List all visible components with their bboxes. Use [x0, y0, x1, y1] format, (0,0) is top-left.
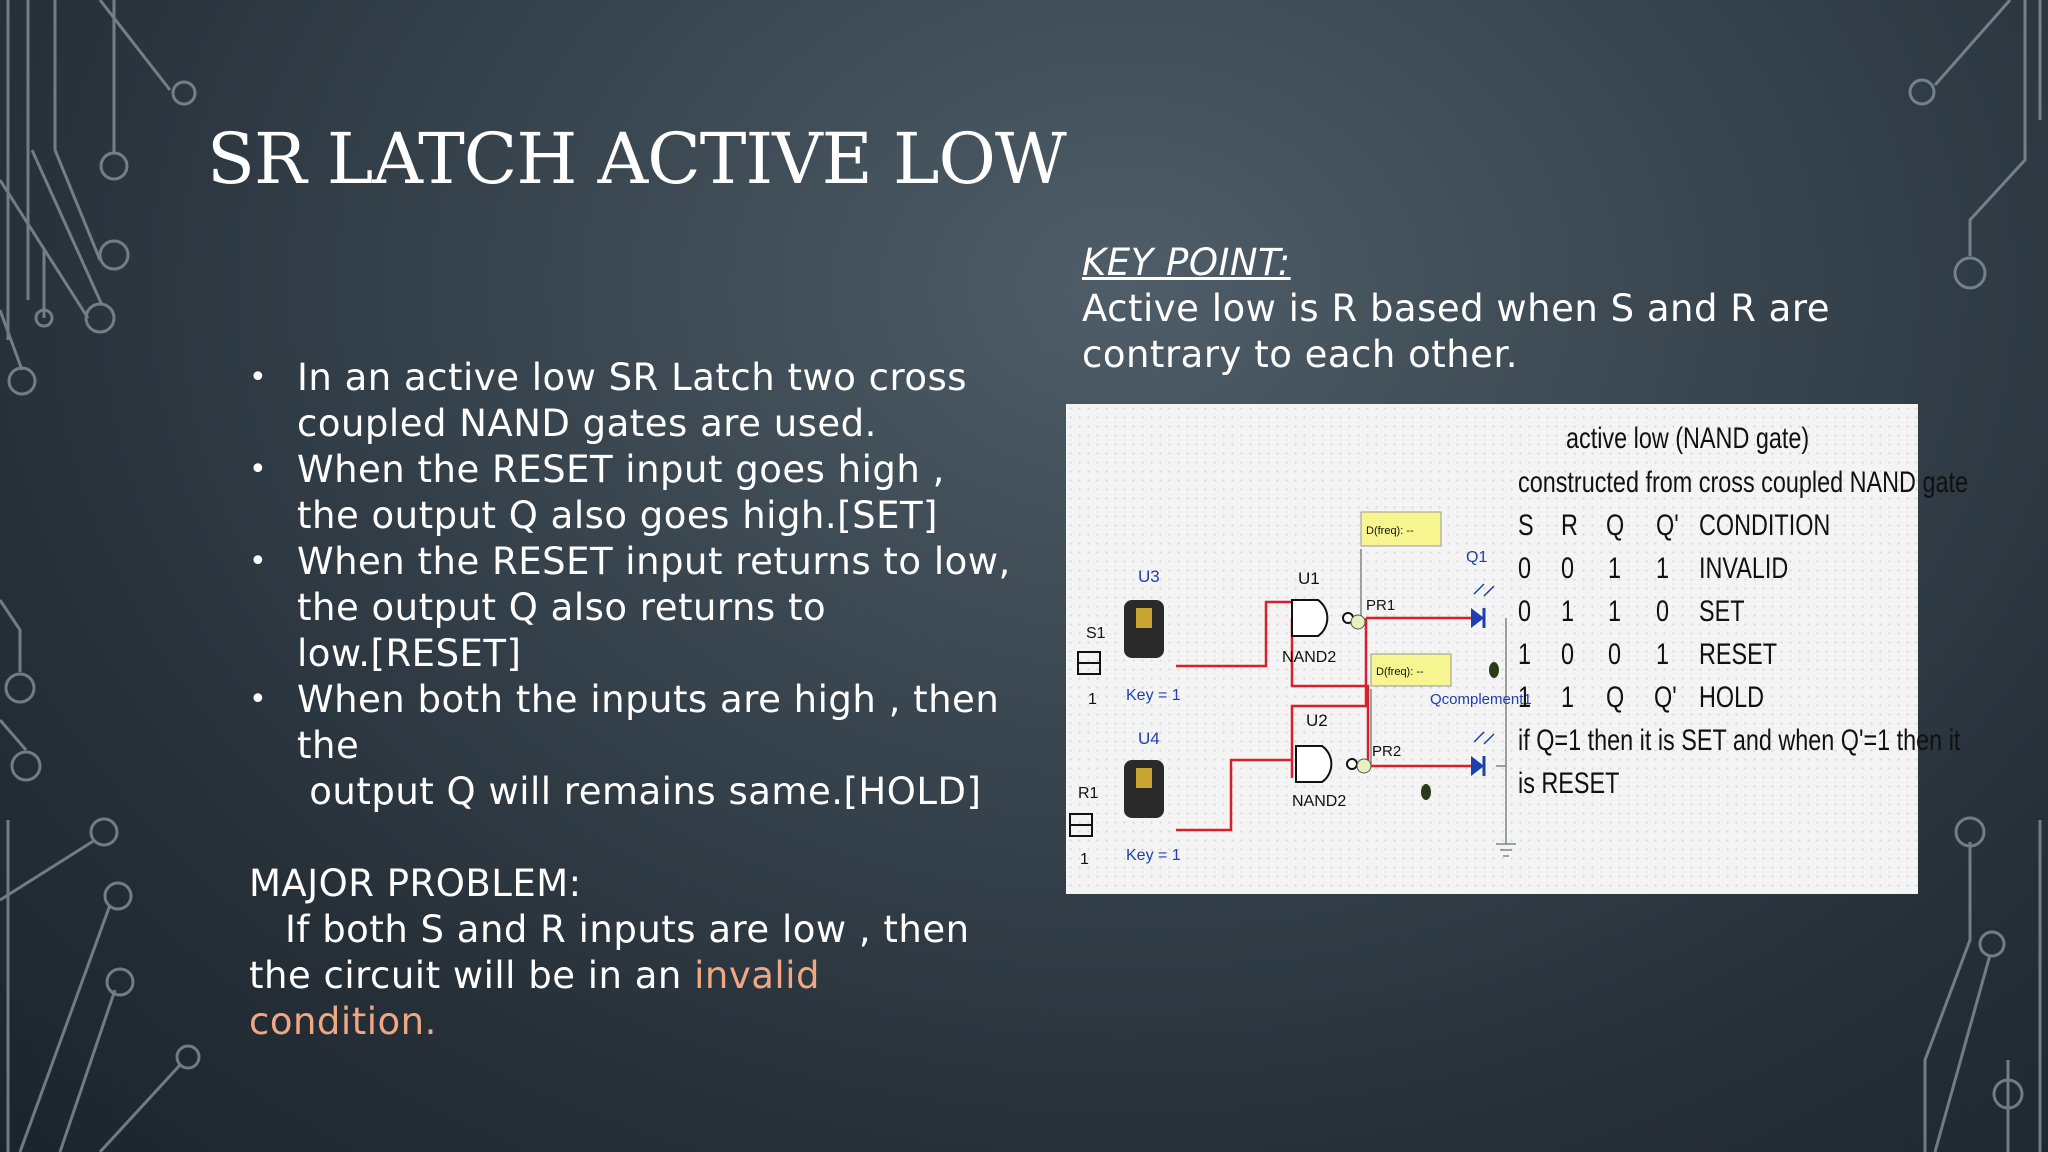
label-s1: S1	[1086, 625, 1106, 642]
truth-table-cell: SET	[1699, 595, 1745, 628]
bullet-text: When the RESET input goes high ,	[297, 448, 945, 491]
truth-table-cell: INVALID	[1699, 552, 1789, 585]
label-u3: U3	[1138, 567, 1160, 586]
bullet-text-continued: the output Q also goes high.[SET]	[297, 494, 938, 537]
truth-table-cell: 0	[1518, 552, 1532, 585]
truth-table-header-q: Q	[1606, 509, 1625, 542]
truth-table-header-qprime: Q'	[1656, 509, 1679, 542]
major-problem-heading: MAJOR PROBLEM:	[249, 862, 582, 905]
truth-table-cell: 0	[1518, 595, 1532, 628]
bullet-item: • In an active low SR Latch two cross co…	[245, 355, 1015, 447]
label-u4: U4	[1138, 729, 1160, 748]
major-problem-line: If both S and R inputs are low , then	[285, 908, 970, 951]
truth-table-cell: 0	[1561, 552, 1575, 585]
bullet-text-continued: coupled NAND gates are used.	[297, 402, 877, 445]
bullet-text-continued: low.[RESET]	[297, 632, 522, 675]
key-point-block: KEY POINT: Active low is R based when S …	[1082, 240, 1842, 378]
key-point-line: contrary to each other.	[1082, 333, 1519, 376]
label-nand-2: NAND2	[1292, 793, 1346, 810]
truth-table-cell: 1	[1608, 595, 1622, 628]
bullet-text: When the RESET input returns to low,	[297, 540, 1011, 583]
truth-table-cell: 0	[1656, 595, 1670, 628]
bullet-item: • When the RESET input returns to low, t…	[245, 539, 1015, 677]
truth-table-cell: Q	[1606, 681, 1625, 714]
truth-table-cell: 0	[1561, 638, 1575, 671]
label-nand-1: NAND2	[1282, 649, 1336, 666]
bullet-text: In an active low SR Latch two cross	[297, 356, 968, 399]
label-qcomplement: Qcomplement1	[1430, 691, 1532, 708]
circuit-diagram: U3 U4 U1 U2 S1 R1 1 1 Key = 1 Key = 1 NA…	[1069, 511, 1532, 868]
nand-gate-u2	[1295, 745, 1358, 783]
truth-table-cell: 1	[1518, 681, 1532, 714]
bullet-text-continued: the	[297, 724, 360, 767]
bullet-dot: •	[249, 452, 268, 487]
label-r1-value: 1	[1080, 851, 1089, 868]
led-qcomplement	[1471, 731, 1495, 776]
bullet-item: • When the RESET input goes high , the o…	[245, 447, 1015, 539]
slide-title: SR LATCH ACTIVE LOW	[207, 118, 1067, 200]
truth-table-cell: 1	[1656, 638, 1670, 671]
led-q1	[1471, 583, 1495, 628]
label-probe-1: D(freq): --	[1366, 525, 1414, 537]
label-key-1: Key = 1	[1126, 687, 1181, 704]
figure-note: if Q=1 then it is SET and when Q'=1 then…	[1518, 724, 1961, 757]
bullet-list: • In an active low SR Latch two cross co…	[245, 355, 1015, 815]
label-u1: U1	[1298, 569, 1320, 588]
key-point-heading: KEY POINT:	[1082, 241, 1291, 284]
truth-table-cell: Q'	[1654, 681, 1677, 714]
condition-highlight: condition.	[249, 1000, 437, 1043]
truth-table-cell: 0	[1608, 638, 1622, 671]
label-q1: Q1	[1466, 549, 1487, 566]
truth-table-header-r: R	[1561, 509, 1578, 542]
truth-table-cell: 1	[1656, 552, 1670, 585]
label-s1-value: 1	[1088, 691, 1097, 708]
bullet-item: • When both the inputs are high , then t…	[245, 677, 1015, 815]
label-r1: R1	[1078, 785, 1099, 802]
bullet-dot: •	[249, 544, 268, 579]
truth-table-header-condition: CONDITION	[1699, 509, 1831, 542]
circuit-figure: U3 U4 U1 U2 S1 R1 1 1 Key = 1 Key = 1 NA…	[1066, 404, 1968, 894]
key-point-line: Active low is R based when S and R are	[1082, 287, 1830, 330]
bullet-dot: •	[249, 682, 268, 717]
major-problem-text: the circuit will be in an	[249, 954, 695, 997]
figure-note: is RESET	[1518, 767, 1620, 800]
figure-subtitle: constructed from cross coupled NAND gate	[1518, 466, 1968, 499]
bullet-text-continued: output Q will remains same.[HOLD]	[297, 770, 982, 813]
major-problem-block: MAJOR PROBLEM: If both S and R inputs ar…	[249, 861, 1029, 1045]
bullet-text-continued: the output Q also returns to	[297, 586, 827, 629]
invalid-highlight: invalid	[694, 954, 820, 997]
switch-u3	[1077, 600, 1164, 675]
truth-table-cell: RESET	[1699, 638, 1778, 671]
switch-u4	[1069, 760, 1164, 837]
figure-title: active low (NAND gate)	[1566, 422, 1810, 455]
bullet-text: When both the inputs are high , then	[297, 678, 1000, 721]
truth-table-cell: HOLD	[1699, 681, 1765, 714]
label-pr2: PR2	[1372, 743, 1401, 760]
truth-table-cell: 1	[1518, 638, 1532, 671]
label-probe-2: D(freq): --	[1376, 666, 1424, 678]
label-u2: U2	[1306, 711, 1328, 730]
truth-table-cell: 1	[1608, 552, 1622, 585]
bullet-dot: •	[249, 360, 268, 395]
truth-table-header-s: S	[1518, 509, 1534, 542]
truth-table-cell: 1	[1561, 595, 1575, 628]
truth-table-cell: 1	[1561, 681, 1575, 714]
major-problem-line: the circuit will be in an invalid	[249, 953, 1029, 999]
label-pr1: PR1	[1366, 597, 1395, 614]
nand-gate-u1	[1291, 599, 1354, 637]
label-key-2: Key = 1	[1126, 847, 1181, 864]
